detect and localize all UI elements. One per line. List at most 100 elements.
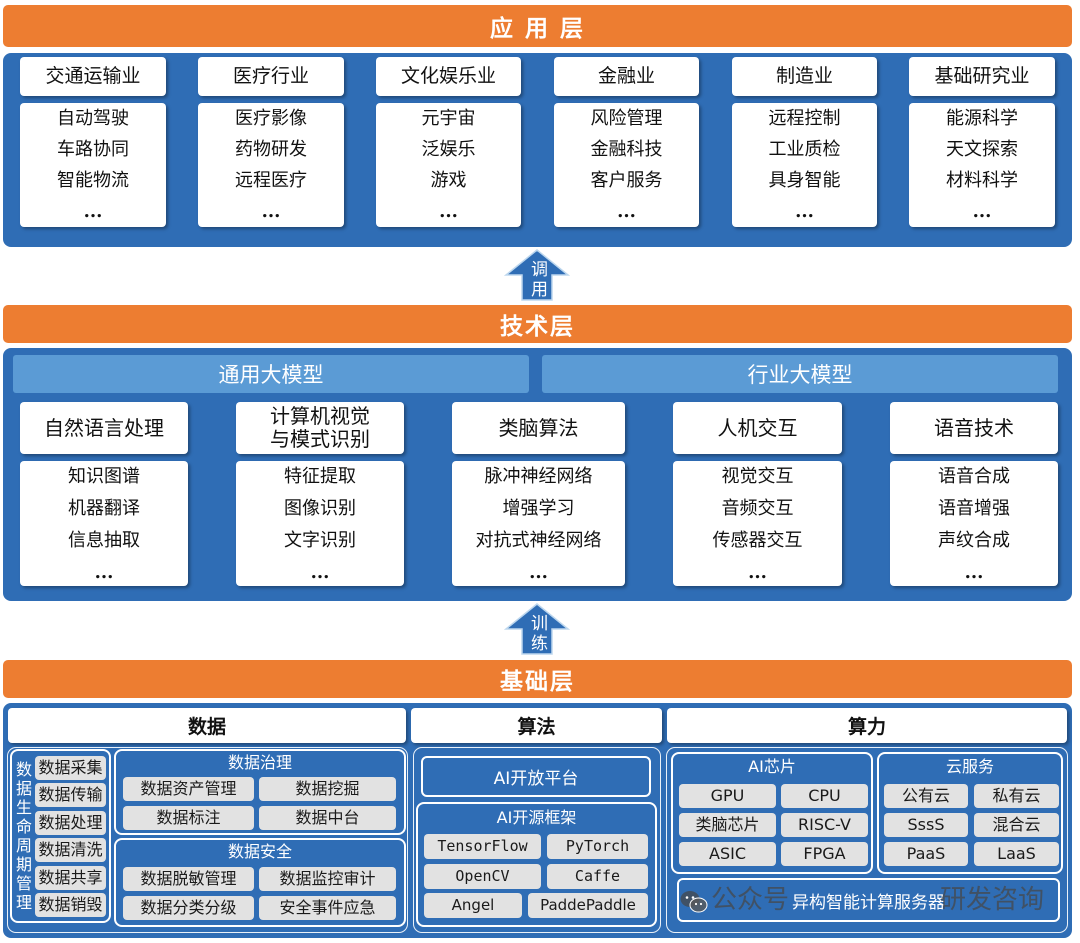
industry-basic-research-list: 能源科学 天文探索 材料科学 ... — [909, 103, 1055, 227]
heterogeneous-server-box: 异构智能计算服务器 — [677, 878, 1060, 922]
data-lifecycle-list: 数据采集 数据传输 数据处理 数据清洗 数据共享 数据销毁 — [35, 756, 106, 917]
use-case-item: 智能物流 — [57, 170, 129, 191]
framework-item: OpenCV — [424, 864, 541, 889]
technology-layer-title: 技术层 — [3, 305, 1072, 343]
tech-item: 视觉交互 — [721, 466, 794, 487]
lifecycle-item: 数据清洗 — [35, 838, 106, 863]
framework-item: Angel — [424, 893, 522, 918]
more-ellipsis: ... — [964, 562, 984, 583]
ai-chips-grid: GPU CPU 类脑芯片 RISC-V ASIC FPGA — [679, 784, 868, 866]
ai-frameworks-group — [416, 802, 657, 927]
tech-nlp-header: 自然语言处理 — [20, 402, 188, 454]
tech-item: 机器翻译 — [68, 498, 140, 519]
cloud-item: PaaS — [884, 842, 968, 866]
tech-item: 音频交互 — [721, 498, 794, 519]
tech-header-line: 人机交互 — [717, 415, 798, 440]
tech-hci-list: 视觉交互 音频交互 传感器交互 ... — [673, 461, 842, 586]
more-ellipsis: ... — [795, 201, 814, 222]
application-layer-title: 应 用 层 — [3, 5, 1072, 47]
cloud-item: 混合云 — [974, 813, 1059, 837]
governance-item: 数据标注 — [123, 806, 254, 830]
tech-hci-header: 人机交互 — [673, 402, 842, 454]
tech-brain-inspired-list: 脉冲神经网络 增强学习 对抗式神经网络 ... — [452, 461, 625, 586]
use-case-item: 车路协同 — [57, 139, 129, 160]
cloud-services-group — [877, 752, 1063, 874]
more-ellipsis: ... — [83, 201, 103, 222]
algorithm-section-outline — [413, 747, 661, 933]
call-arrow-up-icon — [504, 249, 570, 301]
data-section-header: 数据 — [8, 708, 406, 743]
more-ellipsis: ... — [972, 201, 992, 222]
security-item: 数据分类分级 — [123, 896, 254, 920]
industry-healthcare-header: 医疗行业 — [198, 57, 344, 96]
framework-item: PyTorch — [547, 834, 648, 859]
industry-healthcare-list: 医疗影像 药物研发 远程医疗 ... — [198, 103, 344, 227]
industry-basic-research-header: 基础研究业 — [909, 57, 1055, 96]
tech-nlp-list: 知识图谱 机器翻译 信息抽取 ... — [20, 461, 188, 586]
watermark-prefix: 公众号 — [711, 885, 790, 915]
industry-transport-list: 自动驾驶 车路协同 智能物流 ... — [20, 103, 166, 227]
chip-item: FPGA — [781, 842, 868, 866]
general-model-bar: 通用大模型 — [13, 355, 529, 393]
use-case-item: 具身智能 — [768, 170, 841, 191]
industry-manufacturing-header: 制造业 — [732, 57, 877, 96]
chip-item: ASIC — [679, 842, 776, 866]
cloud-item: LaaS — [974, 842, 1059, 866]
more-ellipsis: ... — [439, 201, 458, 222]
compute-section-outline — [666, 747, 1068, 933]
call-arrow-label: 调用 — [527, 260, 547, 300]
foundation-layer-title: 基础层 — [3, 660, 1072, 698]
data-lifecycle-group — [10, 749, 111, 923]
application-layer-panel — [3, 53, 1072, 247]
use-case-item: 药物研发 — [235, 139, 307, 160]
more-ellipsis: ... — [617, 201, 636, 222]
cloud-item: 私有云 — [974, 784, 1059, 808]
use-case-item: 元宇宙 — [421, 108, 476, 129]
tech-item: 信息抽取 — [68, 530, 140, 551]
data-governance-group — [114, 749, 406, 835]
industry-entertainment-header: 文化娱乐业 — [376, 57, 521, 96]
tech-header-line: 与模式识别 — [270, 427, 370, 451]
security-item: 数据脱敏管理 — [123, 867, 254, 891]
more-ellipsis: ... — [529, 562, 548, 583]
security-item: 数据监控审计 — [259, 867, 396, 891]
tech-item: 语音增强 — [938, 498, 1010, 519]
lifecycle-item: 数据共享 — [35, 865, 106, 890]
use-case-item: 游戏 — [430, 170, 467, 191]
data-security-title: 数据安全 — [227, 842, 292, 861]
tech-item: 脉冲神经网络 — [484, 466, 593, 487]
data-section-outline — [7, 747, 408, 933]
train-arrow-label: 训练 — [527, 614, 547, 654]
tech-speech-header: 语音技术 — [890, 402, 1058, 454]
use-case-item: 天文探索 — [946, 139, 1018, 160]
more-ellipsis: ... — [748, 562, 767, 583]
lifecycle-item: 数据处理 — [35, 810, 106, 835]
data-governance-grid: 数据资产管理 数据挖掘 数据标注 数据中台 — [123, 777, 396, 830]
industry-manufacturing-list: 远程控制 工业质检 具身智能 ... — [732, 103, 877, 227]
more-ellipsis: ... — [310, 562, 330, 583]
security-item: 安全事件应急 — [259, 896, 396, 920]
industry-transport-header: 交通运输业 — [20, 57, 166, 96]
data-lifecycle-label: 数据生命周期管理 — [13, 761, 32, 913]
tech-item: 图像识别 — [284, 498, 356, 519]
ai-frameworks-title: AI开源框架 — [496, 808, 577, 827]
cloud-services-grid: 公有云 私有云 SssS 混合云 PaaS LaaS — [884, 784, 1059, 866]
use-case-item: 工业质检 — [768, 139, 841, 160]
use-case-item: 自动驾驶 — [57, 108, 129, 129]
tech-header-line: 自然语言处理 — [44, 415, 164, 440]
tech-header-line: 计算机视觉 — [270, 404, 370, 428]
ai-open-platform-box: AI开放平台 — [421, 756, 651, 797]
industry-model-bar: 行业大模型 — [542, 355, 1058, 393]
governance-item: 数据中台 — [259, 806, 396, 830]
tech-item: 对抗式神经网络 — [475, 530, 602, 551]
framework-item: PaddePaddle — [528, 893, 648, 918]
chip-item: RISC-V — [781, 813, 868, 837]
framework-item: TensorFlow — [424, 834, 541, 859]
wechat-icon — [680, 891, 708, 913]
tech-item: 文字识别 — [284, 530, 356, 551]
more-ellipsis: ... — [261, 201, 281, 222]
train-arrow-up-icon — [504, 603, 570, 655]
data-security-grid: 数据脱敏管理 数据监控审计 数据分类分级 安全事件应急 — [123, 867, 396, 920]
lifecycle-item: 数据销毁 — [35, 892, 106, 917]
use-case-item: 医疗影像 — [235, 108, 307, 129]
